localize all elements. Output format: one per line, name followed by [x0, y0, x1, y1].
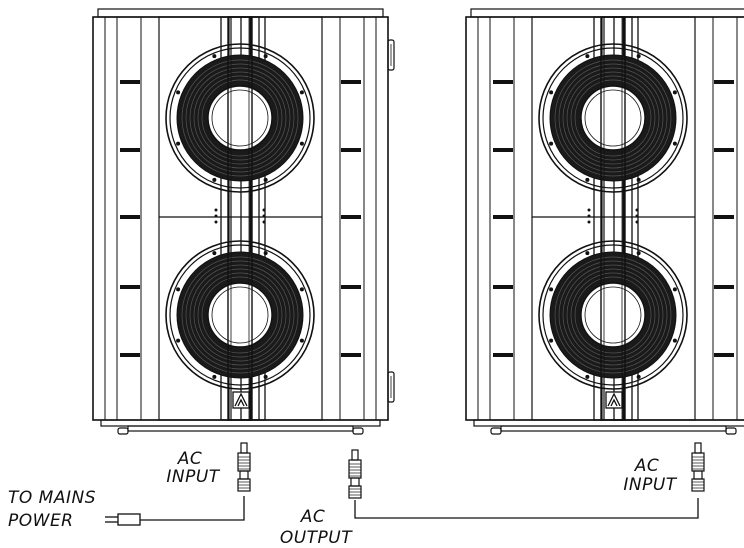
ac-output-label: AC OUTPUT	[280, 507, 353, 548]
brand-logo-icon	[232, 391, 250, 409]
woofer-icon	[538, 240, 688, 390]
to-mains-power-label: TO MAINS POWER	[8, 488, 102, 531]
speaker-cabinet-right	[465, 8, 744, 435]
ac-input-label-left: AC INPUT	[166, 449, 220, 487]
ac-input-label-right: AC INPUT	[623, 456, 677, 495]
mains-plug-icon	[105, 513, 141, 526]
foot-icon	[490, 427, 502, 435]
rigging-bracket-icon	[387, 39, 395, 71]
rigging-bracket-icon	[387, 371, 395, 403]
foot-icon	[725, 427, 737, 435]
ac-output-connector-icon	[348, 449, 362, 499]
brand-logo-icon	[605, 391, 623, 409]
power-cables	[140, 496, 699, 521]
woofer-icon	[538, 43, 688, 193]
speaker-cabinet-left	[92, 8, 395, 435]
foot-icon	[117, 427, 129, 435]
ac-input-connector-left-icon	[237, 442, 251, 492]
link-cable	[354, 498, 699, 519]
woofer-icon	[165, 43, 315, 193]
mains-cable	[140, 496, 245, 521]
woofer-icon	[165, 240, 315, 390]
foot-icon	[352, 427, 364, 435]
ac-input-connector-right-icon	[691, 442, 705, 492]
